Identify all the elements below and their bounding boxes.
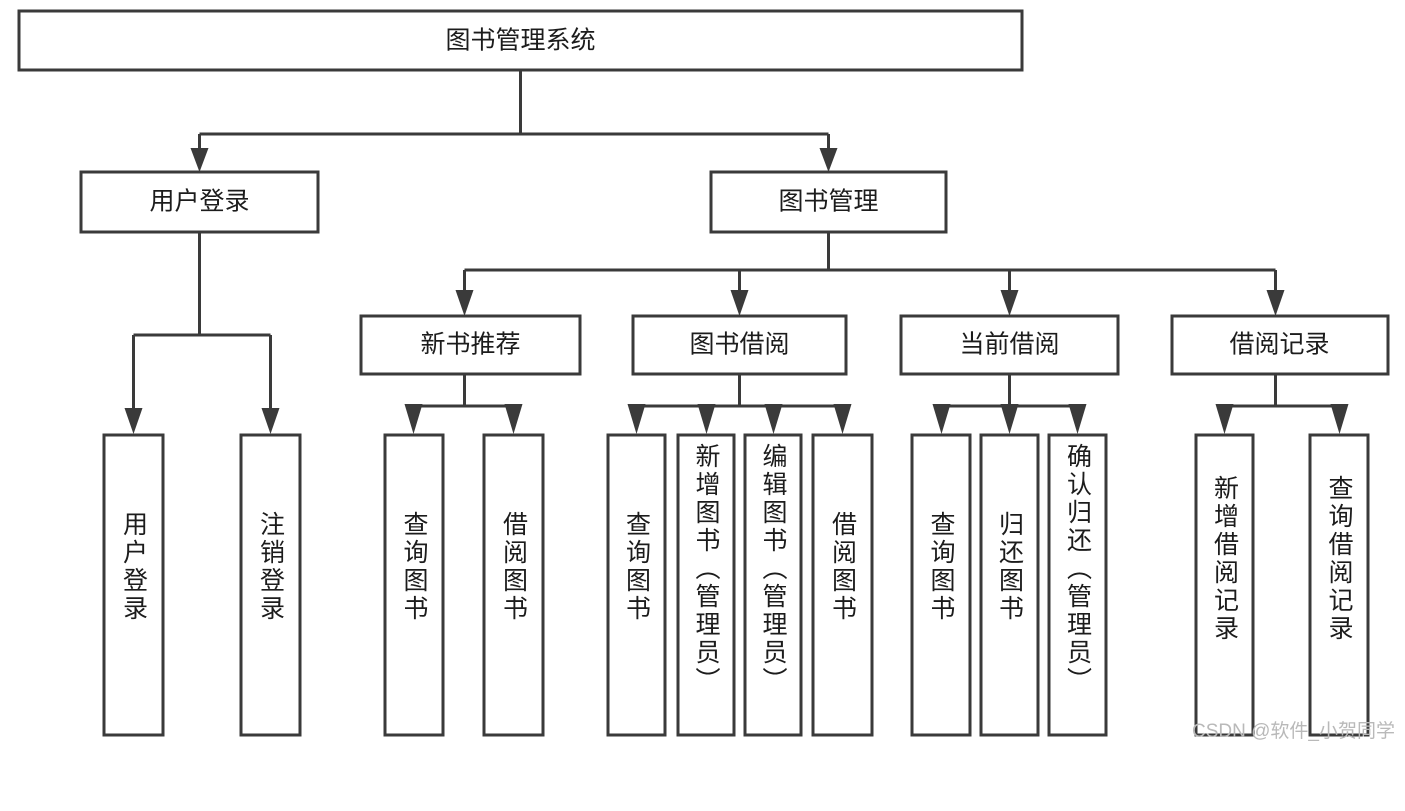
node-login-box[interactable] bbox=[79, 170, 320, 234]
node-root[interactable]: 图书管理系统 bbox=[17, 9, 1024, 72]
connector-group-current bbox=[932, 374, 1087, 434]
node-new-book[interactable]: 新书推荐 bbox=[359, 314, 582, 376]
node-borrow[interactable]: 图书借阅 bbox=[631, 314, 848, 376]
node-record[interactable]: 借阅记录 bbox=[1170, 314, 1390, 376]
node-leaf-current-1-box[interactable] bbox=[910, 433, 972, 737]
diagram-canvas: 图书管理系统 用户登录 图书管理 新书推荐 图书借阅 当前借阅 借阅记录 bbox=[17, 9, 1390, 737]
node-leaf-current-2-box[interactable] bbox=[979, 433, 1040, 737]
arrow-head-login bbox=[190, 148, 209, 172]
arrow-head-current bbox=[1000, 290, 1019, 316]
node-new-book-label: 新书推荐 bbox=[420, 331, 520, 359]
node-login-label: 用户登录 bbox=[149, 188, 249, 216]
arrow-head-leaf-login-1 bbox=[124, 408, 143, 434]
node-leaf-borrow-4-box[interactable] bbox=[811, 433, 874, 737]
arrow-head-leaf-current-1 bbox=[932, 404, 951, 434]
arrow-head-leaf-current-2 bbox=[1000, 404, 1019, 434]
node-leaf-borrow-3-box[interactable] bbox=[743, 433, 803, 737]
node-root-label: 图书管理系统 bbox=[445, 27, 595, 55]
arrow-head-leaf-new-1 bbox=[404, 404, 423, 434]
node-leaf-borrow-1-box[interactable] bbox=[606, 433, 667, 737]
node-login[interactable]: 用户登录 bbox=[79, 170, 320, 234]
connector-group-record bbox=[1215, 374, 1349, 434]
node-book-mgmt-box[interactable] bbox=[709, 170, 948, 234]
arrow-head-leaf-borrow-4 bbox=[833, 404, 852, 434]
node-borrow-box[interactable] bbox=[631, 314, 848, 376]
arrow-head-leaf-record-2 bbox=[1330, 404, 1349, 434]
arrow-head-leaf-record-1 bbox=[1215, 404, 1234, 434]
node-leaf-record-2-box[interactable] bbox=[1308, 433, 1370, 737]
arrow-head-leaf-new-2 bbox=[504, 404, 523, 434]
arrow-head-leaf-borrow-1 bbox=[627, 404, 646, 434]
connector-group-bookmgmt bbox=[455, 232, 1285, 316]
node-root-box[interactable] bbox=[17, 9, 1024, 72]
arrow-head-borrow bbox=[730, 290, 749, 316]
arrow-head-leaf-borrow-2 bbox=[697, 404, 716, 434]
arrow-head-record bbox=[1266, 290, 1285, 316]
node-leaf-new-2-box[interactable] bbox=[482, 433, 545, 737]
node-leaf-borrow-2-box[interactable] bbox=[676, 433, 736, 737]
node-current[interactable]: 当前借阅 bbox=[899, 314, 1120, 376]
node-leaf-record-1-box[interactable] bbox=[1194, 433, 1255, 737]
connector-group-borrow bbox=[627, 374, 852, 434]
node-leaf-login-1-box[interactable] bbox=[102, 433, 165, 737]
node-book-mgmt-label: 图书管理 bbox=[778, 188, 878, 216]
arrow-head-leaf-borrow-3 bbox=[764, 404, 783, 434]
node-record-box[interactable] bbox=[1170, 314, 1390, 376]
node-leaf-login-2-box[interactable] bbox=[239, 433, 302, 737]
node-leaf-current-3-box[interactable] bbox=[1047, 433, 1108, 737]
arrow-head-newbook bbox=[455, 290, 474, 316]
arrow-head-bookmgmt bbox=[819, 148, 838, 172]
node-leaf-new-1-box[interactable] bbox=[383, 433, 445, 737]
node-current-label: 当前借阅 bbox=[959, 331, 1059, 359]
connector-group-newbook bbox=[404, 374, 523, 434]
node-record-label: 借阅记录 bbox=[1229, 331, 1329, 359]
arrow-head-leaf-current-3 bbox=[1068, 404, 1087, 434]
connector-group-login bbox=[124, 232, 280, 434]
node-current-box[interactable] bbox=[899, 314, 1120, 376]
diagram-root: 图书管理系统 用户登录 图书管理 新书推荐 图书借阅 当前借阅 借阅记录 bbox=[17, 9, 1395, 742]
connector-group-root bbox=[190, 70, 838, 172]
node-new-book-box[interactable] bbox=[359, 314, 582, 376]
node-book-mgmt[interactable]: 图书管理 bbox=[709, 170, 948, 234]
node-borrow-label: 图书借阅 bbox=[689, 331, 789, 359]
arrow-head-leaf-login-2 bbox=[261, 408, 280, 434]
